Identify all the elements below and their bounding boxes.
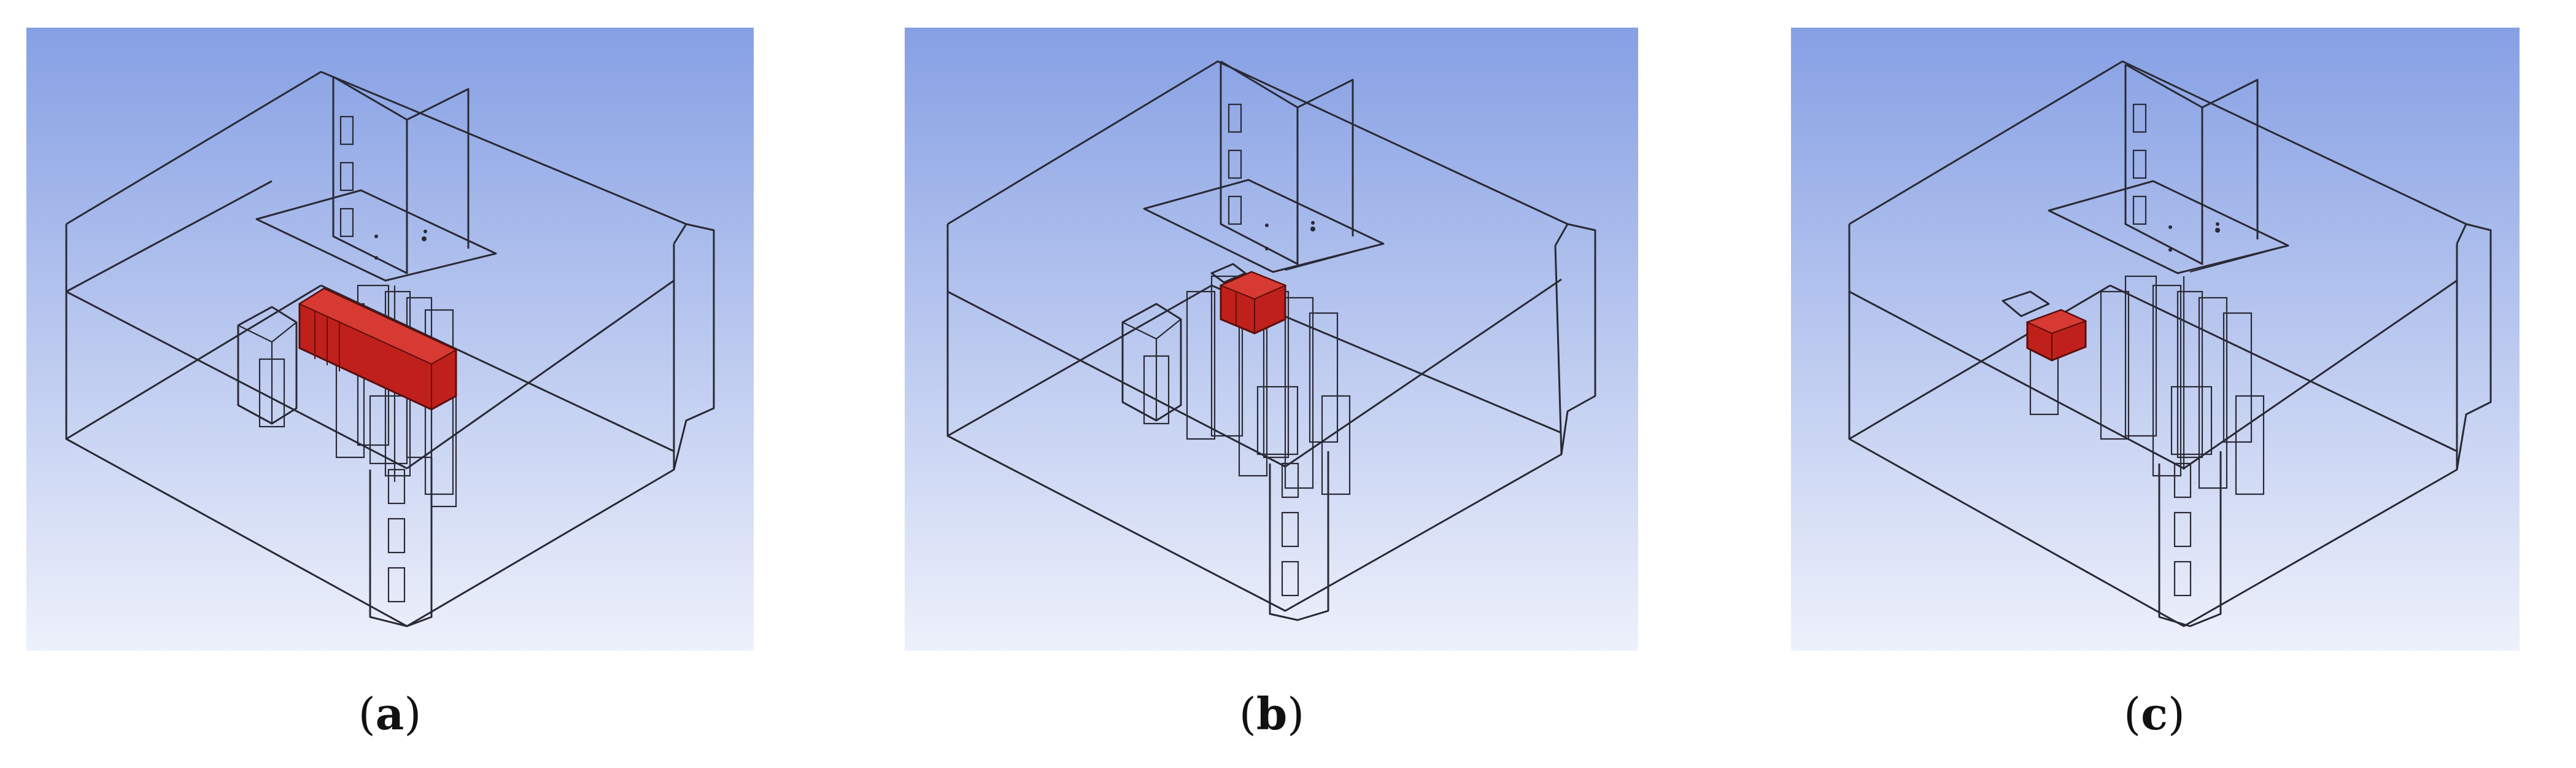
model-view-a: [26, 28, 754, 651]
highlighted-side-cube: [2025, 309, 2087, 362]
highlighted-upper-block: [1219, 271, 1287, 335]
wireframe-panel-c: [1791, 28, 2520, 651]
caption-c: (c): [2123, 688, 2186, 740]
viewport-background: [905, 28, 1638, 651]
caption-a: (a): [358, 688, 422, 740]
equipment-cluster: [2002, 275, 2265, 495]
ceiling-panel: [255, 189, 497, 282]
ceiling-panel: [2048, 180, 2289, 274]
vertical-partition-wall: [1220, 60, 1354, 265]
model-view-c: [1791, 28, 2520, 651]
highlighted-long-block: [298, 287, 458, 411]
viewport-background: [1791, 28, 2520, 651]
caption-b: (b): [1239, 688, 1305, 740]
vertical-partition-wall: [2124, 63, 2259, 265]
vertical-partition-wall: [332, 76, 470, 274]
outer-enclosure: [65, 71, 715, 627]
model-view-b: [905, 28, 1638, 651]
lower-partition-wall: [2158, 451, 2222, 627]
wireframe-panel-b: [905, 28, 1638, 651]
wireframe-panel-a: [26, 28, 754, 651]
lower-partition-wall: [369, 457, 433, 627]
equipment-cluster: [237, 284, 457, 508]
outer-enclosure: [946, 60, 1596, 612]
ceiling-panel: [1143, 179, 1385, 273]
lower-partition-wall: [1269, 451, 1329, 621]
